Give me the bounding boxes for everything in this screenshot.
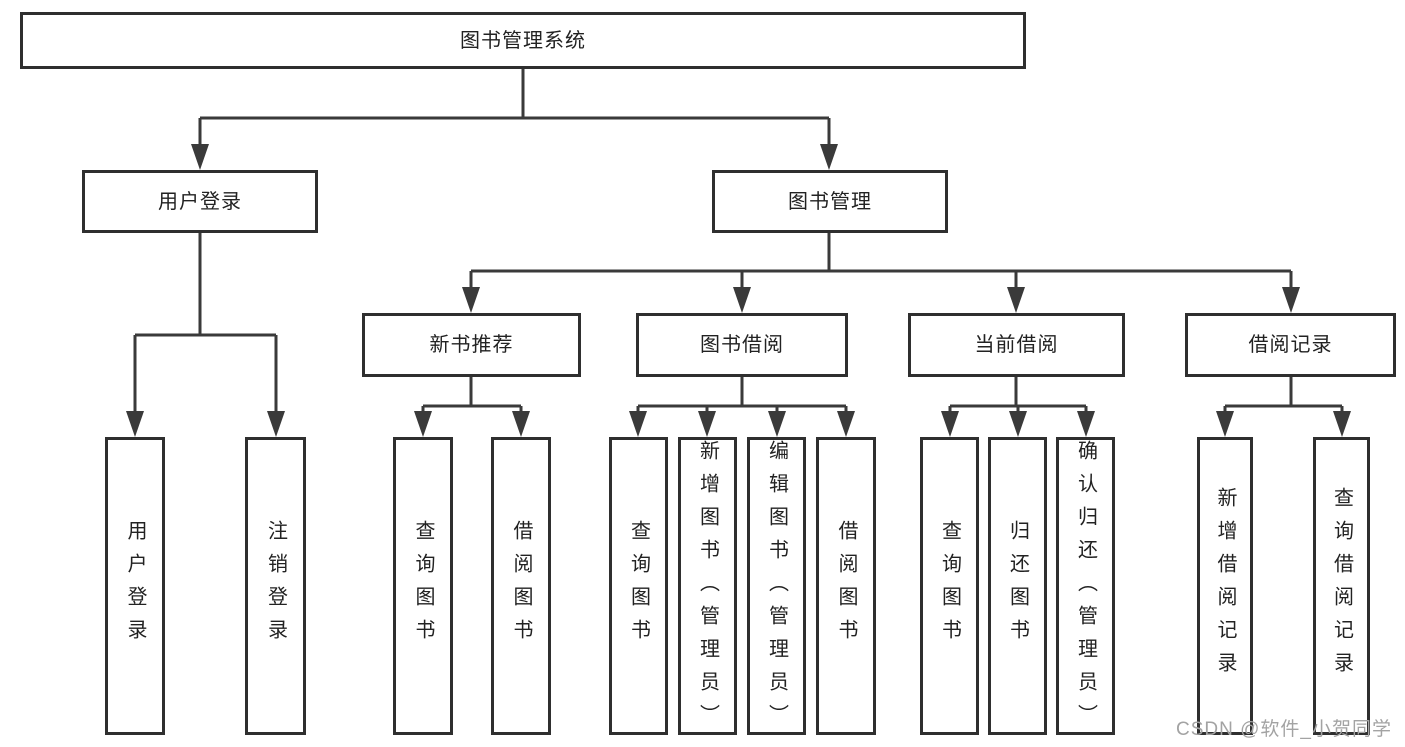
leaf-borrow-books: 借阅图书 [816,437,876,735]
connector-new-book-recommend-to-leaves [414,377,530,437]
connector-root-to-level2 [191,69,838,170]
node-book-management: 图书管理 [712,170,948,233]
leaf-add-borrow-record: 新增借阅记录 [1197,437,1253,735]
watermark: CSDN @软件_小贺同学 [1176,719,1392,740]
node-user-login: 用户登录 [82,170,318,233]
leaf-query-books-recommend: 查询图书 [393,437,453,735]
leaf-logout: 注销登录 [245,437,306,735]
connector-current-borrow-to-leaves [941,377,1095,437]
leaf-confirm-return-admin: 确认归还（管理员） [1056,437,1115,737]
node-new-book-recommend: 新书推荐 [362,313,581,377]
connector-book-management-to-groups [462,233,1300,313]
connector-book-borrow-to-leaves [629,377,855,437]
node-book-borrow: 图书借阅 [636,313,848,377]
leaf-borrow-books-recommend: 借阅图书 [491,437,551,735]
node-borrow-records: 借阅记录 [1185,313,1396,377]
leaf-return-books: 归还图书 [988,437,1047,735]
leaf-query-borrow-record: 查询借阅记录 [1313,437,1370,735]
leaf-add-book-admin: 新增图书（管理员） [678,437,737,737]
node-root: 图书管理系统 [20,12,1026,69]
leaf-query-books-current: 查询图书 [920,437,979,735]
connector-borrow-records-to-leaves [1216,377,1351,437]
leaf-user-login: 用户登录 [105,437,165,735]
node-current-borrow: 当前借阅 [908,313,1125,377]
leaf-edit-book-admin: 编辑图书（管理员） [747,437,806,737]
leaf-query-books-borrow: 查询图书 [609,437,668,735]
connector-user-login-to-leaves [126,233,285,437]
